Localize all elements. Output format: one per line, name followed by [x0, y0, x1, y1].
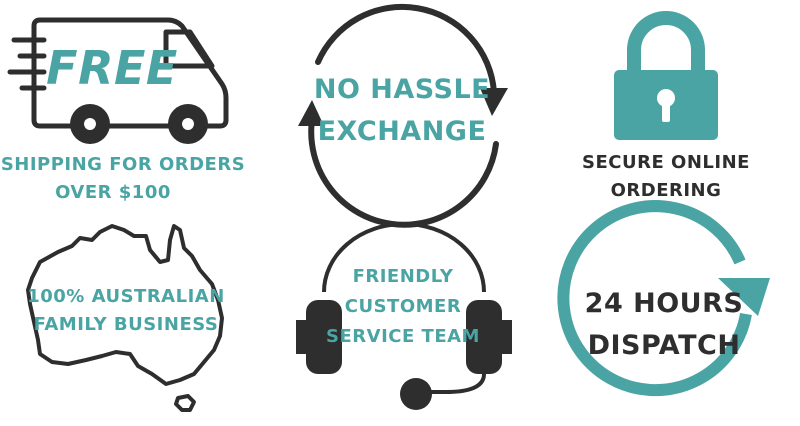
shipping-line-2: OVER $100	[55, 182, 171, 203]
australian-feature: 100% AUSTRALIAN FAMILY BUSINESS	[26, 224, 225, 412]
exchange-feature: NO HASSLE EXCHANGE	[298, 4, 508, 228]
circular-arrow-icon	[557, 200, 770, 397]
van-wheel-icon	[70, 104, 208, 144]
shipping-line-1: SHIPPING FOR ORDERS	[1, 154, 245, 175]
secure-line-1: SECURE ONLINE	[582, 152, 750, 173]
dispatch-feature: 24 HOURS DISPATCH	[557, 200, 770, 397]
exchange-line-2: EXCHANGE	[318, 116, 487, 147]
free-badge: FREE	[46, 41, 178, 95]
padlock-icon	[614, 11, 718, 140]
dispatch-line-2: DISPATCH	[588, 330, 741, 361]
delivery-van-icon	[7, 17, 229, 129]
australia-map-icon	[26, 224, 224, 412]
australian-line-1: 100% AUSTRALIAN	[27, 286, 225, 307]
service-feature: FRIENDLY CUSTOMER SERVICE TEAM	[296, 222, 512, 410]
secure-line-2: ORDERING	[611, 180, 722, 201]
service-line-2: CUSTOMER	[345, 296, 461, 317]
dispatch-line-1: 24 HOURS	[585, 288, 744, 319]
headset-icon	[296, 222, 512, 410]
service-line-3: SERVICE TEAM	[326, 326, 480, 347]
shipping-feature: FREE SHIPPING FOR ORDERS OVER $100	[1, 17, 245, 203]
exchange-line-1: NO HASSLE	[314, 74, 490, 105]
service-line-1: FRIENDLY	[353, 266, 454, 287]
australian-line-2: FAMILY BUSINESS	[34, 314, 219, 335]
secure-feature: SECURE ONLINE ORDERING	[582, 11, 750, 201]
